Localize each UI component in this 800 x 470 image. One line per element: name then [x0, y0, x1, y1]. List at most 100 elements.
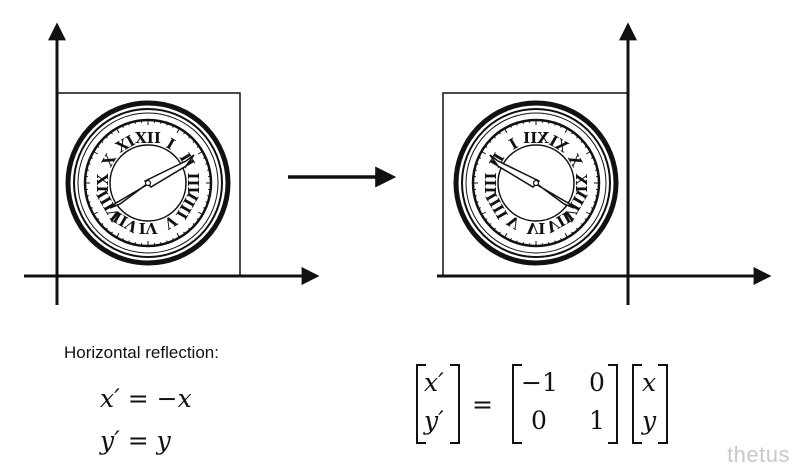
right-clock-tick [593, 201, 597, 203]
left-clock: XIIIIIIIIIIIIVVIVIIVIIIIXXXI [65, 100, 231, 266]
right-clock-tick [595, 195, 598, 197]
right-clock-tick [484, 218, 488, 221]
right-clock-rim-ring [461, 108, 611, 258]
left-clock-outer-rim [65, 100, 231, 266]
left-clock-tick [188, 227, 191, 231]
left-clock-tick [128, 240, 130, 244]
left-clock-tick [93, 211, 99, 215]
matrix-right-bracket [608, 364, 618, 444]
left-clock-tick [90, 207, 93, 210]
right-clock-tick [474, 169, 477, 171]
left-clock-hour-hand [109, 180, 152, 209]
right-clock-tick [554, 122, 556, 126]
left-clock-tick [128, 122, 130, 126]
matrix-left-bracket [512, 364, 522, 444]
right-clock-tick [595, 169, 598, 171]
right-clock-frame [442, 92, 629, 277]
right-clock-tick [560, 238, 563, 241]
left-clock-tick [96, 145, 100, 148]
left-clock-tick [197, 151, 203, 155]
left-clock-tick [196, 218, 200, 221]
matrix-cell-10: 0 [531, 406, 547, 435]
left-clock-minute-hand [143, 154, 195, 188]
right-clock-numeral: X [564, 151, 586, 170]
right-clock-tick [475, 201, 479, 203]
left-clock-inner-ring [109, 144, 187, 222]
equation-x-equals: = [127, 384, 149, 413]
right-clock-tick [571, 131, 574, 135]
right-clock-tick [481, 151, 487, 155]
left-clock-tick [116, 232, 120, 238]
right-clock-numeral: I [506, 134, 521, 153]
left-clock-tick [96, 218, 100, 221]
left-clock-tick [105, 227, 108, 231]
left-clock-tick [121, 125, 124, 128]
left-clock-tick [172, 125, 175, 128]
left-clock-tick [160, 242, 162, 245]
left-clock-tick [105, 135, 108, 139]
right-clock-tick [548, 242, 550, 245]
right-clock-tick [493, 135, 496, 139]
left-clock-tick [90, 156, 93, 159]
right-clock-tick [580, 223, 584, 226]
lhs-vector-right-bracket [450, 364, 460, 444]
right-clock-tick [522, 121, 524, 124]
right-clock-hour-hand [532, 180, 575, 209]
lhs-vector-x: x′ [424, 368, 444, 397]
right-clock-tick [584, 145, 588, 148]
right-clock-numeral: VI [526, 219, 546, 237]
rhs-vector-right-bracket [658, 364, 668, 444]
right-clock-tick [584, 218, 588, 221]
right-clock-tick [591, 156, 594, 159]
left-clock-numeral: IIII [172, 189, 202, 222]
left-clock-numeral: IX [94, 173, 112, 192]
left-clock-numeral: I [163, 134, 178, 153]
right-clock-tick [504, 232, 508, 238]
left-clock-tick [100, 140, 104, 143]
right-clock-tick [548, 121, 550, 124]
right-clock-tick [509, 125, 512, 128]
left-clock-tick [86, 169, 89, 171]
equation-y: y′ = y [100, 426, 171, 455]
left-clock-tick [203, 207, 206, 210]
left-clock-tick [100, 223, 104, 226]
left-clock-frame [56, 92, 241, 277]
right-clock-numeral: IIII [482, 189, 512, 222]
left-clock-numeral: X [98, 151, 120, 170]
right-clock-tick [481, 211, 487, 215]
right-clock-minute-hand [489, 154, 541, 188]
right-clock-tick [560, 125, 563, 128]
left-clock-tick [166, 240, 168, 244]
left-clock-tick [160, 121, 162, 124]
right-clock-tick [591, 207, 594, 210]
left-clock-tick [188, 135, 191, 139]
right-clock-tick [522, 242, 524, 245]
right-clock-tick [580, 140, 584, 143]
right-clock-inner-ring [497, 144, 575, 222]
left-clock-tick [110, 231, 113, 235]
right-clock-rim-ring-inner [465, 112, 607, 254]
right-clock-tick [478, 156, 481, 159]
right-clock-tick [516, 122, 518, 126]
left-clock-tick [134, 242, 136, 245]
right-clock-tick [564, 232, 568, 238]
right-clock-numeral: III [482, 172, 500, 193]
left-clock-tick [203, 156, 206, 159]
right-clock-tick [564, 128, 568, 134]
left-clock-tick [192, 140, 196, 143]
right-clock-tick [516, 240, 518, 244]
left-clock-tick [197, 211, 203, 215]
left-clock-tick [121, 238, 124, 241]
right-clock-reflected: XIIIIIIIIIIIIVVIVIIVIIIIXXXI [453, 100, 619, 266]
equation-y-equals: = [127, 426, 149, 455]
equation-x-lhs: x′ [100, 384, 120, 413]
left-panel: XIIIIIIIIIIIIVVIVIIVIIIIXXXI [24, 22, 320, 305]
right-clock-tick [474, 195, 477, 197]
right-clock-tick [475, 163, 479, 165]
right-clock-tick [593, 163, 597, 165]
right-clock-tick [576, 135, 579, 139]
right-panel: XIIIIIIIIIIIIVVIVIIVIIIIXXXI [437, 22, 772, 305]
left-clock-numeral: III [184, 172, 202, 193]
left-clock-tick [166, 122, 168, 126]
right-clock-tick [488, 223, 492, 226]
